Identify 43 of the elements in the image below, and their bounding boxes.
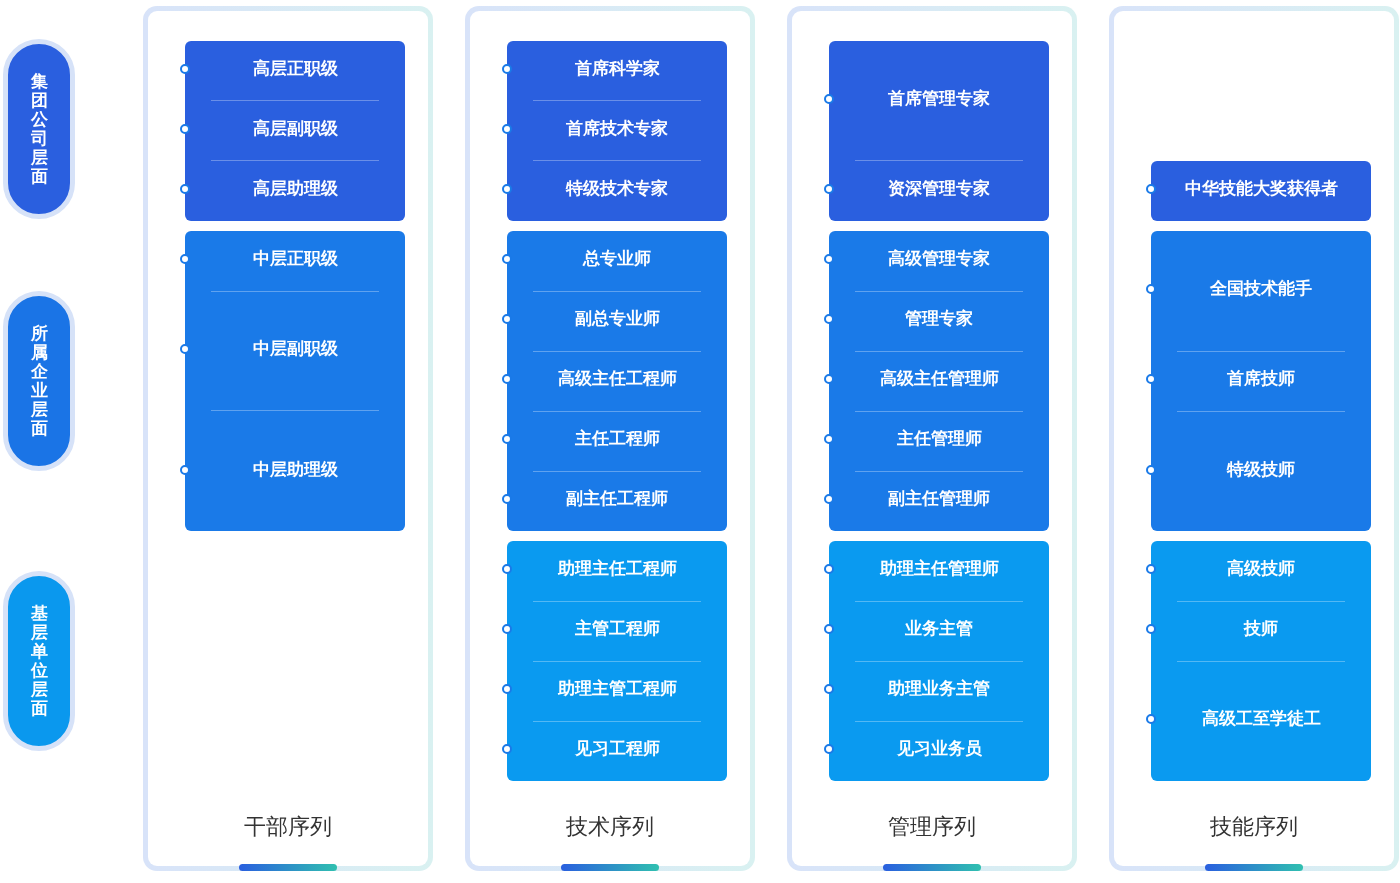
rank-label: 高级技师 bbox=[1226, 558, 1296, 580]
rank-label: 主任工程师 bbox=[573, 428, 661, 450]
rank-label: 首席技师 bbox=[1226, 368, 1296, 390]
rank-label: 主管工程师 bbox=[573, 618, 661, 640]
rank-label: 技师 bbox=[1242, 618, 1279, 640]
rank-label: 高级主任管理师 bbox=[878, 368, 1000, 390]
rank-label: 中华技能大奖获得者 bbox=[1183, 178, 1339, 200]
rank-label: 业务主管 bbox=[904, 618, 974, 640]
rank-label: 助理主任管理师 bbox=[878, 558, 1000, 580]
rank-label: 全国技术能手 bbox=[1209, 278, 1313, 300]
rank-label: 高级主任工程师 bbox=[556, 368, 678, 390]
rank-label: 中层副职级 bbox=[251, 338, 339, 360]
rank-label: 见习业务员 bbox=[895, 738, 983, 760]
level-pill: 基层单位层面 bbox=[3, 571, 75, 751]
column-title: 技能序列 bbox=[1209, 813, 1299, 841]
rank-label: 高层正职级 bbox=[251, 58, 339, 80]
rank-label: 助理主任工程师 bbox=[556, 558, 678, 580]
rank-label: 主任管理师 bbox=[895, 428, 983, 450]
rank-label: 见习工程师 bbox=[573, 738, 661, 760]
rank-label: 管理专家 bbox=[904, 308, 974, 330]
column-title: 技术序列 bbox=[565, 813, 655, 841]
rank-label: 助理主管工程师 bbox=[556, 678, 678, 700]
rank-label: 副主任工程师 bbox=[565, 488, 669, 510]
rank-label: 特级技师 bbox=[1225, 459, 1296, 481]
rank-label: 副主任管理师 bbox=[887, 488, 991, 510]
rank-label: 高层助理级 bbox=[251, 178, 339, 200]
rank-label: 首席科学家 bbox=[573, 58, 661, 80]
rank-label: 中层正职级 bbox=[251, 248, 339, 270]
rank-label: 高层副职级 bbox=[251, 118, 339, 140]
rank-label: 首席技术专家 bbox=[565, 118, 669, 140]
rank-label: 助理业务主管 bbox=[887, 678, 991, 700]
rank-label: 资深管理专家 bbox=[887, 178, 991, 200]
level-pill: 集团公司层面 bbox=[3, 39, 75, 219]
column-title: 干部序列 bbox=[243, 813, 333, 841]
column-title: 管理序列 bbox=[887, 813, 977, 841]
rank-label: 特级技术专家 bbox=[564, 178, 669, 200]
rank-label: 首席管理专家 bbox=[887, 88, 991, 110]
level-pill: 所属企业层面 bbox=[3, 291, 75, 471]
rank-label: 中层助理级 bbox=[251, 459, 339, 481]
rank-label: 总专业师 bbox=[581, 248, 652, 270]
rank-label: 高级工至学徒工 bbox=[1200, 708, 1322, 730]
rank-label: 副总专业师 bbox=[573, 308, 661, 330]
rank-label: 高级管理专家 bbox=[887, 248, 991, 270]
